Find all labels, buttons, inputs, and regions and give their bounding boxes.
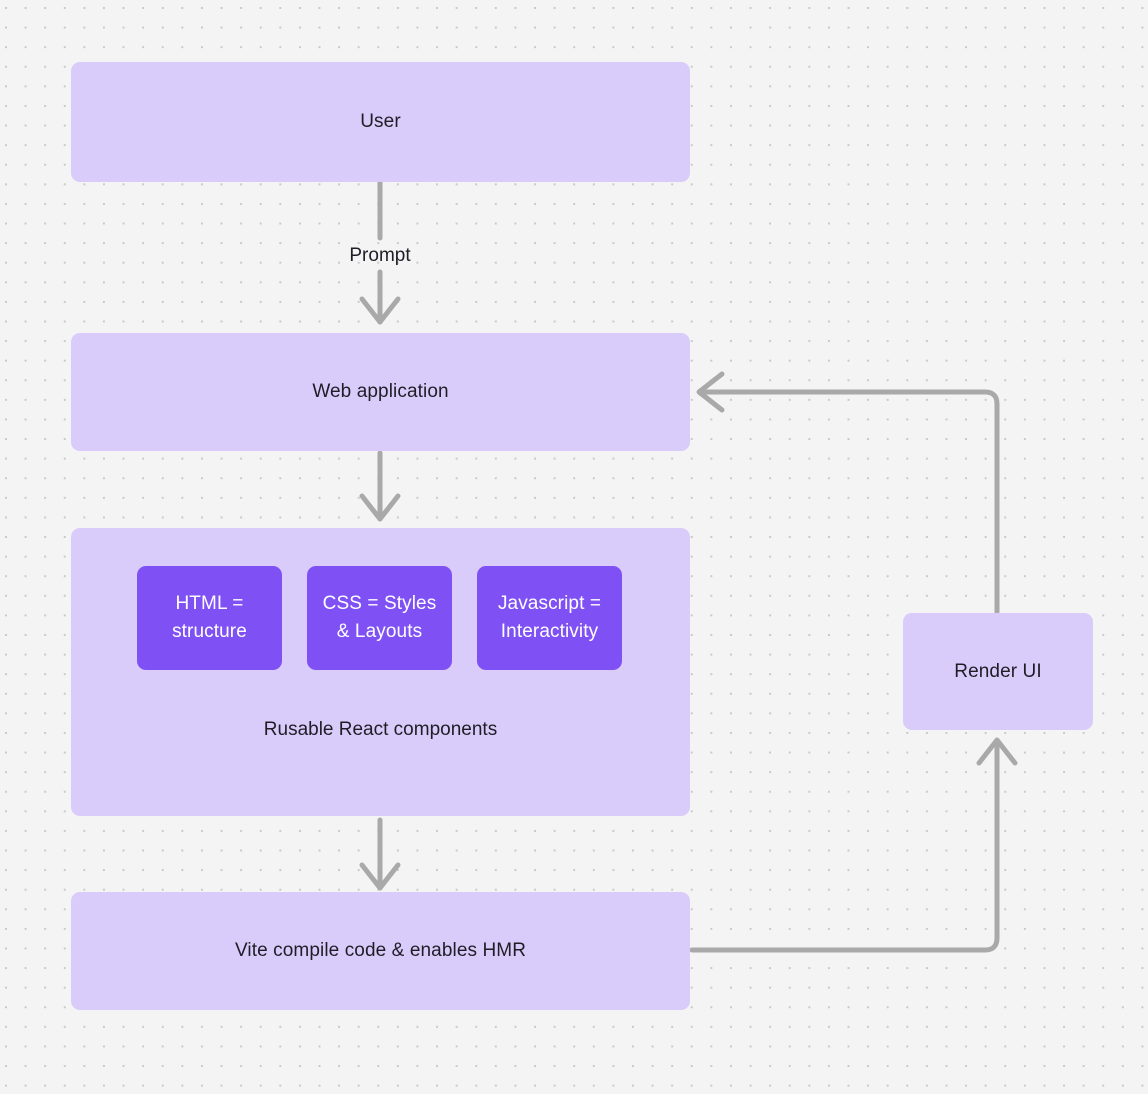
node-vite[interactable]: Vite compile code & enables HMR bbox=[71, 892, 690, 1010]
chip-css[interactable]: CSS = Styles & Layouts bbox=[307, 566, 452, 670]
node-web-application-label: Web application bbox=[312, 381, 449, 403]
components-group-label-text: Rusable React components bbox=[263, 719, 498, 740]
edge-label-prompt: Prompt bbox=[300, 245, 460, 267]
node-vite-label: Vite compile code & enables HMR bbox=[234, 940, 527, 962]
node-user-label: User bbox=[360, 111, 401, 133]
edge-render-ui-to-web-application bbox=[696, 371, 1000, 615]
components-group-label: Rusable React components bbox=[71, 719, 690, 741]
edge-label-prompt-text: Prompt bbox=[349, 245, 411, 266]
node-web-application[interactable]: Web application bbox=[71, 333, 690, 451]
node-render-ui[interactable]: Render UI bbox=[903, 613, 1093, 730]
edge-components-to-vite bbox=[359, 817, 401, 891]
node-user[interactable]: User bbox=[71, 62, 690, 182]
chip-html-label: HTML = structure bbox=[172, 592, 247, 643]
chip-javascript-label: Javascript = Interactivity bbox=[497, 592, 602, 643]
edge-vite-to-render-ui bbox=[689, 737, 1018, 953]
chip-html[interactable]: HTML = structure bbox=[137, 566, 282, 670]
chip-css-label: CSS = Styles & Layouts bbox=[322, 592, 437, 643]
node-render-ui-label: Render UI bbox=[954, 660, 1042, 682]
edge-web-application-to-components bbox=[359, 450, 401, 522]
chip-javascript[interactable]: Javascript = Interactivity bbox=[477, 566, 622, 670]
